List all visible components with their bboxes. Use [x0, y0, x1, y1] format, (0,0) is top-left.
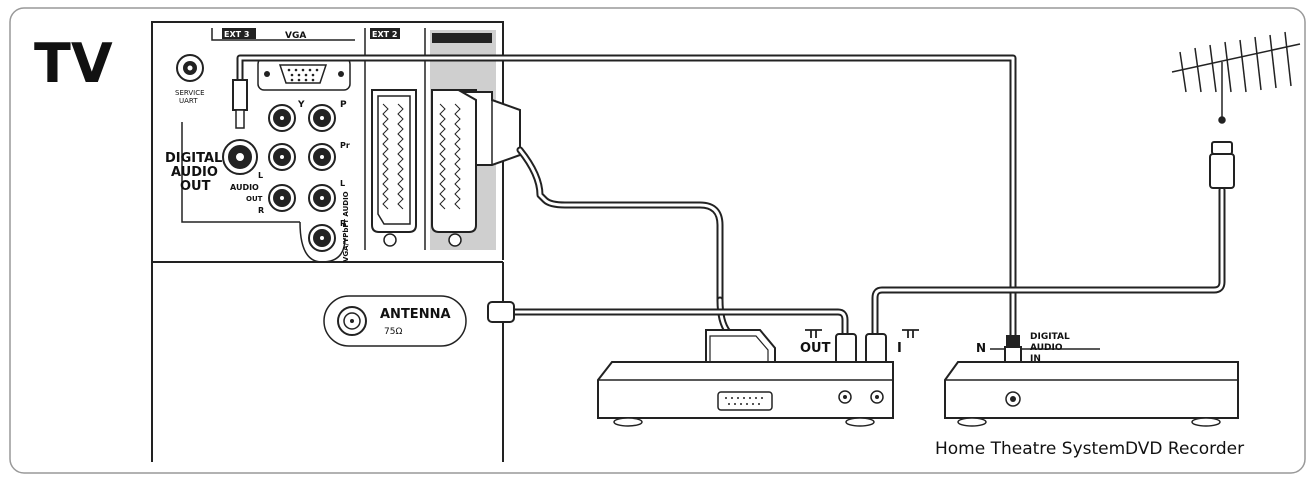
audio-r-jack — [268, 184, 296, 212]
aerial-antenna-icon — [1171, 31, 1301, 189]
ext1-scart-port — [431, 89, 477, 247]
antenna-ohm: 75Ω — [384, 327, 402, 337]
comp-l-label: L — [340, 179, 345, 188]
dvd-recorder — [597, 361, 894, 427]
comp-r-label: R — [340, 219, 346, 228]
home-theatre-system — [944, 361, 1239, 427]
outer-frame — [9, 7, 1306, 474]
comp-pb-jack — [308, 104, 336, 132]
home-theatre-in-label: N — [976, 341, 986, 355]
dvd-in-socket — [870, 390, 884, 404]
digital-in-line2: AUDIO — [1030, 343, 1063, 353]
comp-pr-jack — [308, 143, 336, 171]
out-label: OUT — [180, 179, 211, 194]
dvd-in-label: I — [897, 341, 902, 356]
rca-jacks — [222, 104, 336, 252]
comp-pb-label: P — [340, 100, 347, 110]
dvd-out-socket — [838, 390, 852, 404]
antenna-label: ANTENNA — [380, 307, 451, 322]
tv-title: TV — [34, 32, 113, 95]
dvd-in-antenna-symbol — [902, 329, 919, 338]
comp-y-label: Y — [297, 100, 305, 110]
vga-audio-bracket — [299, 221, 346, 263]
home-theatre-digital-in-socket — [1005, 391, 1021, 407]
audio-l-label: L — [258, 171, 263, 180]
ext2-badge — [370, 28, 400, 39]
vga-port — [257, 57, 351, 91]
audio-l-jack — [268, 143, 296, 171]
ext2-label: EXT 2 — [372, 30, 397, 39]
comp-y-jack — [268, 104, 296, 132]
vga-ypbpr-audio-label: VGA/YPbPr AUDIO — [342, 191, 350, 262]
digital-label: DIGITAL — [165, 151, 222, 166]
dvd-scart-socket — [717, 391, 773, 411]
home-theatre-caption: Home Theatre System — [935, 439, 1125, 459]
antenna-socket — [323, 295, 467, 347]
audio-out-out-label: OUT — [246, 195, 263, 203]
ext3-label: EXT 3 — [224, 30, 249, 39]
dvd-recorder-caption: DVD Recorder — [1125, 439, 1244, 459]
vga-audio-r-jack — [308, 224, 336, 252]
digital-audio-out-jack — [222, 139, 258, 175]
service-uart-port — [176, 54, 204, 82]
audio-label: AUDIO — [171, 165, 218, 180]
service-label: SERVICE — [175, 89, 205, 97]
digital-rca-plug-tv — [232, 79, 248, 129]
dvd-out-label: OUT — [800, 341, 831, 356]
digital-in-line1: DIGITAL — [1030, 332, 1070, 342]
vga-audio-l-jack — [308, 184, 336, 212]
vga-label: VGA — [285, 31, 306, 41]
antenna-plug-tv — [487, 301, 515, 323]
ext2-scart-port — [371, 89, 417, 247]
audio-out-audio-label: AUDIO — [230, 183, 259, 192]
uart-label: UART — [179, 97, 198, 105]
audio-r-label: R — [258, 206, 264, 215]
dvd-out-antenna-symbol — [805, 329, 822, 338]
digital-in-line3: IN — [1030, 354, 1041, 364]
ext3-badge — [222, 28, 256, 39]
comp-pr-label: Pr — [340, 141, 350, 150]
